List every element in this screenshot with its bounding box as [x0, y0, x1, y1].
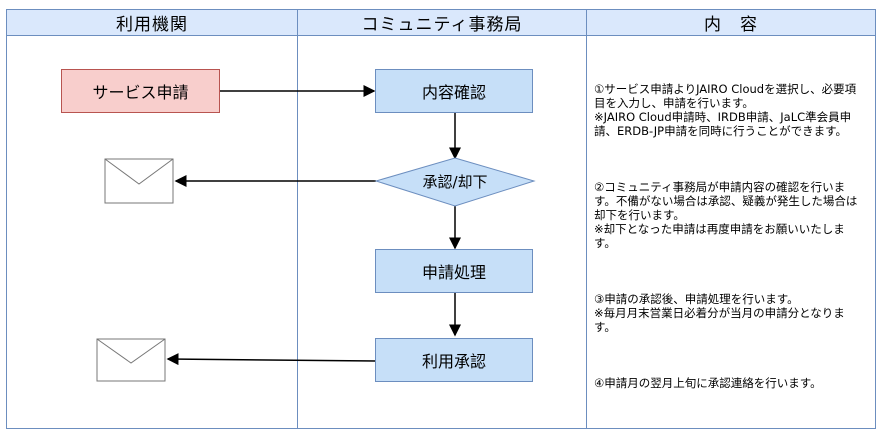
note-step-2: ②コミュニティ事務局が申請内容の確認を行います。不備がない場合は承認、疑義が発生… — [594, 180, 858, 250]
lane-divider-2 — [586, 9, 587, 429]
approve-reject-label: 承認/却下 — [422, 172, 488, 191]
content-check-node: 内容確認 — [375, 69, 533, 113]
lane-header-content: 内 容 — [586, 9, 876, 36]
lane-header-institution: 利用機関 — [6, 9, 298, 36]
usage-approval-node: 利用承認 — [375, 338, 533, 382]
envelope-icon — [96, 338, 166, 382]
lane-header-office: コミュニティ事務局 — [297, 9, 587, 36]
service-request-node: サービス申請 — [61, 69, 220, 113]
decision-diamond — [374, 157, 536, 207]
note-step-3: ③申請の承認後、申請処理を行います。 ※毎月月末営業日必着分が当月の申請分となり… — [594, 292, 845, 334]
note-step-1: ①サービス申請よりJAIRO Cloudを選択し、必要項目を入力し、申請を行いま… — [594, 82, 857, 138]
arrow-approval-to-mail — [166, 353, 377, 366]
envelope-icon — [104, 158, 174, 204]
request-processing-node: 申請処理 — [375, 249, 533, 293]
lane-divider-1 — [297, 9, 298, 429]
content-notes: ①サービス申請よりJAIRO Cloudを選択し、必要項目を入力し、申請を行いま… — [594, 54, 866, 418]
note-step-4: ④申請月の翌月上旬に承認連絡を行います。 — [594, 376, 822, 390]
